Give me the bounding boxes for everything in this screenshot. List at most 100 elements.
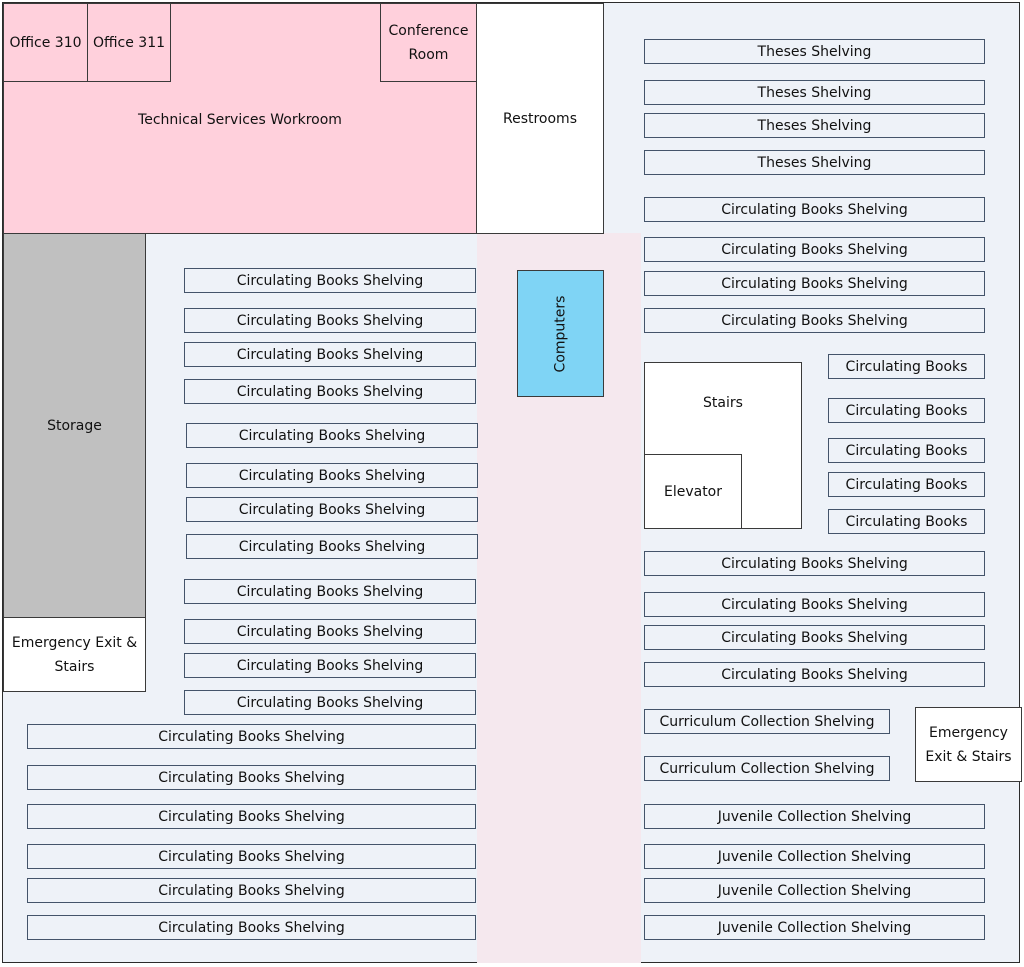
shelf-label: Circulating Books Shelving [158, 882, 345, 899]
shelf-label: Circulating Books Shelving [721, 555, 908, 572]
shelf-label: Juvenile Collection Shelving [717, 882, 912, 899]
restrooms-label: Restrooms [502, 110, 577, 127]
emergency-exit-right-label: Emergency Exit & Stairs [925, 724, 1012, 765]
shelf-label: Circulating Books [845, 358, 968, 375]
shelf-label: Circulating Books Shelving [236, 272, 424, 289]
shelf-curriculum: Curriculum Collection Shelving [644, 756, 890, 781]
shelf-label: Juvenile Collection Shelving [717, 919, 912, 936]
shelf-circulating: Circulating Books Shelving [27, 804, 476, 829]
shelf-label: Circulating Books Shelving [236, 312, 424, 329]
shelf-circulating-short: Circulating Books [828, 354, 985, 379]
shelf-circulating: Circulating Books Shelving [644, 662, 985, 687]
shelf-circulating: Circulating Books Shelving [27, 765, 476, 790]
shelf-label: Curriculum Collection Shelving [659, 713, 875, 730]
shelf-label: Theses Shelving [757, 154, 872, 171]
shelf-circulating: Circulating Books Shelving [27, 844, 476, 869]
shelf-juvenile: Juvenile Collection Shelving [644, 804, 985, 829]
shelf-curriculum: Curriculum Collection Shelving [644, 709, 890, 734]
shelf-label: Circulating Books Shelving [236, 346, 424, 363]
office-310: Office 310 [3, 3, 88, 82]
shelf-circulating-short: Circulating Books [828, 472, 985, 497]
shelf-label: Circulating Books Shelving [158, 728, 345, 745]
shelf-label: Circulating Books Shelving [236, 583, 424, 600]
shelf-label: Circulating Books [845, 476, 968, 493]
shelf-circulating: Circulating Books Shelving [184, 308, 476, 333]
shelf-label: Circulating Books Shelving [158, 919, 345, 936]
shelf-label: Circulating Books Shelving [238, 538, 426, 555]
shelf-label: Circulating Books Shelving [721, 596, 908, 613]
shelf-theses: Theses Shelving [644, 80, 985, 105]
shelf-circulating-short: Circulating Books [828, 509, 985, 534]
shelf-theses: Theses Shelving [644, 150, 985, 175]
office-310-label: Office 310 [9, 34, 82, 51]
emergency-exit-left: Emergency Exit & Stairs [3, 617, 146, 692]
shelf-circulating: Circulating Books Shelving [644, 237, 985, 262]
office-311: Office 311 [87, 3, 171, 82]
shelf-label: Circulating Books Shelving [158, 769, 345, 786]
shelf-label: Curriculum Collection Shelving [659, 760, 875, 777]
shelf-circulating: Circulating Books Shelving [644, 592, 985, 617]
elevator: Elevator [644, 454, 742, 529]
shelf-circulating: Circulating Books Shelving [186, 534, 478, 559]
shelf-label: Circulating Books [845, 442, 968, 459]
shelf-circulating: Circulating Books Shelving [186, 497, 478, 522]
shelf-circulating: Circulating Books Shelving [184, 579, 476, 604]
shelf-juvenile: Juvenile Collection Shelving [644, 878, 985, 903]
shelf-label: Juvenile Collection Shelving [717, 808, 912, 825]
shelf-circulating: Circulating Books Shelving [184, 619, 476, 644]
shelf-circulating-short: Circulating Books [828, 438, 985, 463]
shelf-theses: Theses Shelving [644, 39, 985, 64]
shelf-circulating: Circulating Books Shelving [184, 342, 476, 367]
shelf-label: Circulating Books Shelving [721, 629, 908, 646]
shelf-circulating: Circulating Books Shelving [184, 379, 476, 404]
shelf-label: Circulating Books Shelving [236, 657, 424, 674]
technical-services-label: Technical Services Workroom [138, 112, 342, 128]
emergency-exit-right: Emergency Exit & Stairs [915, 707, 1022, 782]
shelf-label: Circulating Books Shelving [238, 427, 426, 444]
shelf-circulating: Circulating Books Shelving [644, 271, 985, 296]
shelf-label: Circulating Books Shelving [236, 383, 424, 400]
shelf-label: Circulating Books Shelving [238, 467, 426, 484]
shelf-label: Theses Shelving [757, 84, 872, 101]
storage: Storage [3, 233, 146, 618]
shelf-circulating: Circulating Books Shelving [186, 423, 478, 448]
shelf-circulating: Circulating Books Shelving [644, 551, 985, 576]
shelf-label: Circulating Books [845, 402, 968, 419]
shelf-circulating: Circulating Books Shelving [27, 724, 476, 749]
shelf-label: Circulating Books Shelving [158, 808, 345, 825]
computers-area: Computers [517, 270, 604, 397]
shelf-juvenile: Juvenile Collection Shelving [644, 844, 985, 869]
shelf-circulating: Circulating Books Shelving [186, 463, 478, 488]
computers-label: Computers [552, 295, 569, 372]
shelf-circulating: Circulating Books Shelving [27, 878, 476, 903]
restrooms: Restrooms [476, 3, 604, 234]
shelf-circulating: Circulating Books Shelving [184, 653, 476, 678]
shelf-label: Circulating Books Shelving [721, 275, 908, 292]
shelf-label: Circulating Books Shelving [721, 312, 908, 329]
shelf-label: Theses Shelving [757, 117, 872, 134]
office-311-label: Office 311 [92, 34, 166, 51]
shelf-circulating: Circulating Books Shelving [184, 268, 476, 293]
conference-room-label: Conference Room [388, 22, 469, 63]
shelf-circulating: Circulating Books Shelving [184, 690, 476, 715]
shelf-circulating: Circulating Books Shelving [644, 197, 985, 222]
shelf-label: Circulating Books Shelving [238, 501, 426, 518]
storage-label: Storage [47, 417, 102, 434]
conference-room: Conference Room [380, 3, 477, 82]
shelf-juvenile: Juvenile Collection Shelving [644, 915, 985, 940]
shelf-circulating: Circulating Books Shelving [27, 915, 476, 940]
shelf-label: Circulating Books Shelving [236, 623, 424, 640]
shelf-label: Circulating Books Shelving [236, 694, 424, 711]
shelf-theses: Theses Shelving [644, 113, 985, 138]
elevator-label: Elevator [663, 483, 723, 500]
shelf-label: Circulating Books Shelving [721, 241, 908, 258]
shelf-circulating: Circulating Books Shelving [644, 625, 985, 650]
shelf-label: Circulating Books Shelving [158, 848, 345, 865]
shelf-label: Circulating Books Shelving [721, 201, 908, 218]
emergency-exit-left-label: Emergency Exit & Stairs [11, 634, 138, 675]
shelf-circulating-short: Circulating Books [828, 398, 985, 423]
stairs-label: Stairs [703, 395, 743, 411]
shelf-label: Juvenile Collection Shelving [717, 848, 912, 865]
shelf-label: Circulating Books Shelving [721, 666, 908, 683]
